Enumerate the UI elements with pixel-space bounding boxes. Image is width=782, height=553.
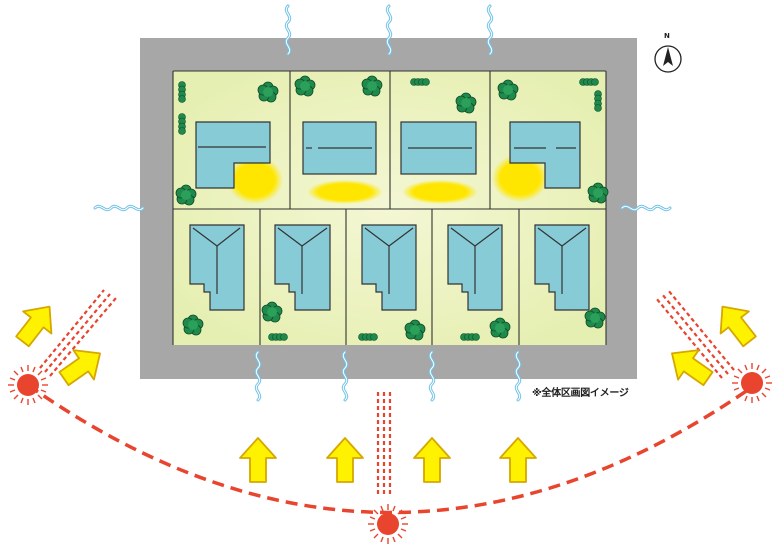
house-south-4 [447, 224, 503, 311]
house-north-3 [400, 121, 477, 175]
lot-lines [172, 70, 607, 345]
caption: ※全体区画図イメージ [532, 388, 629, 399]
sunlight-spots [227, 154, 548, 204]
compass-icon [654, 45, 682, 73]
house-north-4 [509, 121, 581, 189]
house-south-2 [274, 224, 331, 311]
house-north-2 [302, 121, 377, 175]
house-south-1 [189, 224, 245, 311]
house-south-3 [361, 224, 417, 311]
compass-label: N [664, 32, 670, 40]
house-north-1 [195, 121, 271, 189]
house-south-5 [534, 224, 590, 311]
sun-path-arc [26, 383, 757, 515]
sun-rays [39, 289, 735, 494]
sun-icon [7, 362, 773, 545]
